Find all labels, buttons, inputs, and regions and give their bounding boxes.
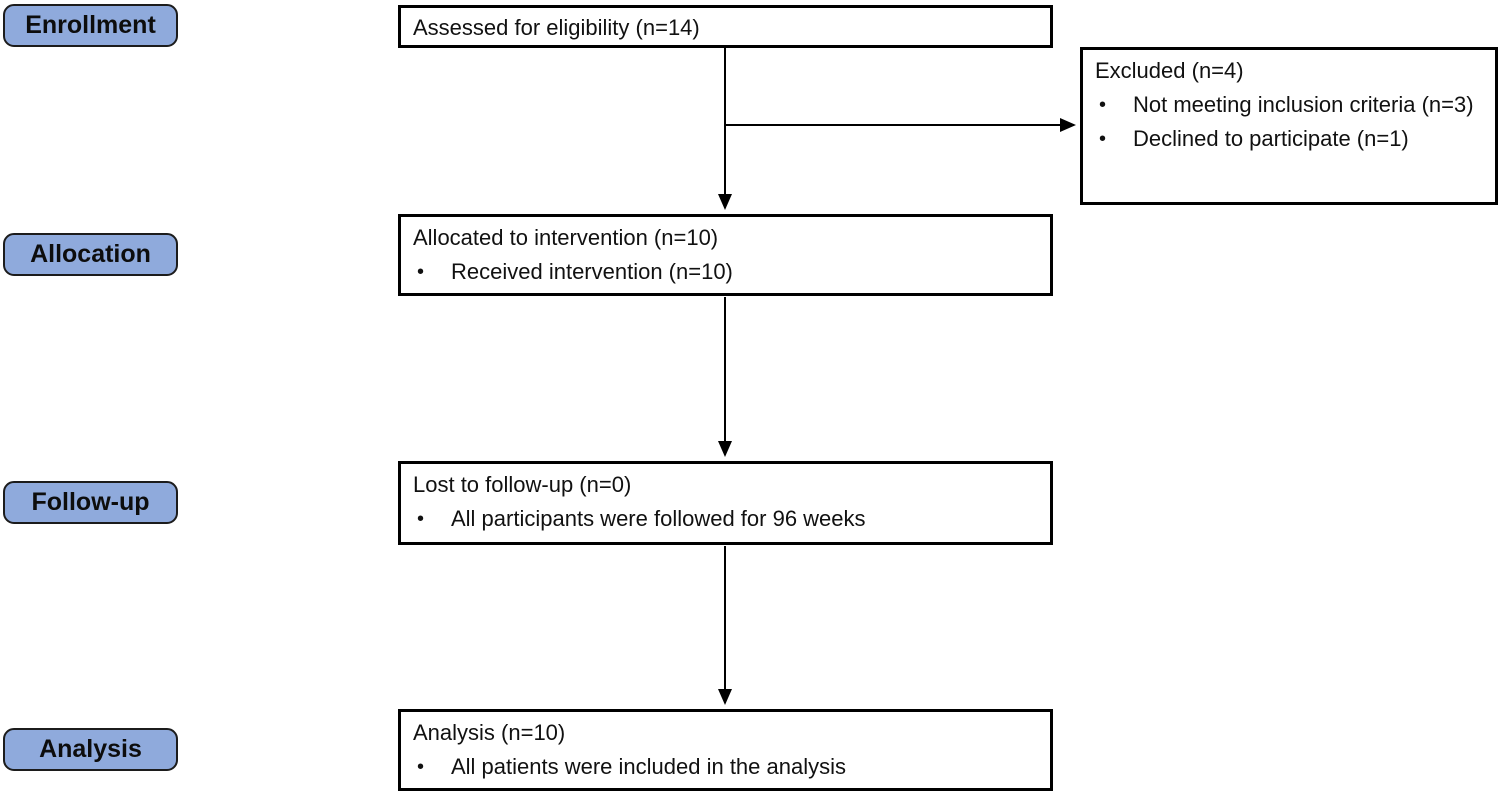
stage-label-text: Allocation <box>30 240 151 268</box>
box-title: Allocated to intervention (n=10) <box>413 225 719 250</box>
box-analysis: Analysis (n=10) • All patients were incl… <box>398 709 1053 791</box>
box-excluded: Excluded (n=4) • Not meeting inclusion c… <box>1080 47 1498 205</box>
stage-label-followup: Follow-up <box>3 481 178 524</box>
stage-label-text: Enrollment <box>25 11 156 39</box>
box-title: Lost to follow-up (n=0) <box>413 472 632 497</box>
list-item-text: Not meeting inclusion criteria (n=3) <box>1133 92 1474 117</box>
stage-label-allocation: Allocation <box>3 233 178 276</box>
list-item-text: All participants were followed for 96 we… <box>451 506 866 531</box>
stage-label-text: Follow-up <box>31 488 150 516</box>
box-allocated-to-intervention: Allocated to intervention (n=10) • Recei… <box>398 214 1053 296</box>
bullet-icon: • <box>417 508 425 530</box>
list-item-text: All patients were included in the analys… <box>451 754 847 779</box>
box-title: Assessed for eligibility (n=14) <box>413 15 700 40</box>
bullet-icon: • <box>1099 128 1107 150</box>
box-title: Excluded (n=4) <box>1095 58 1244 83</box>
list-item-text: Declined to participate (n=1) <box>1133 126 1409 151</box>
stage-label-text: Analysis <box>39 735 142 763</box>
box-title: Analysis (n=10) <box>413 720 566 745</box>
list-item: • Received intervention (n=10) <box>401 255 1050 289</box>
box-assessed-for-eligibility: Assessed for eligibility (n=14) <box>398 5 1053 48</box>
list-item: • Not meeting inclusion criteria (n=3) <box>1083 88 1495 122</box>
bullet-icon: • <box>1099 94 1107 116</box>
list-item-text: Received intervention (n=10) <box>451 259 733 284</box>
bullet-icon: • <box>417 261 425 283</box>
list-item: • All patients were included in the anal… <box>401 750 1050 784</box>
list-item: • All participants were followed for 96 … <box>401 502 1050 536</box>
bullet-icon: • <box>417 756 425 778</box>
box-lost-to-followup: Lost to follow-up (n=0) • All participan… <box>398 461 1053 545</box>
stage-label-analysis: Analysis <box>3 728 178 771</box>
list-item: • Declined to participate (n=1) <box>1083 122 1495 156</box>
stage-label-enrollment: Enrollment <box>3 4 178 47</box>
